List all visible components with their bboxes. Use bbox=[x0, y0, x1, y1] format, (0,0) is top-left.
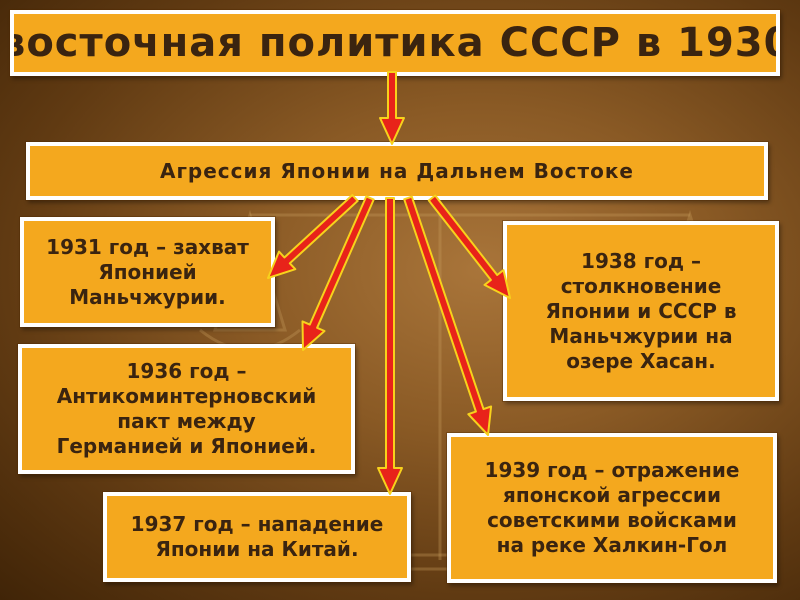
title-banner: восточная политика СССР в 1930-е годы bbox=[9, 9, 781, 77]
event-line: Японией bbox=[98, 259, 197, 284]
event-1939-text: 1939 год – отражение японской агрессии с… bbox=[485, 458, 740, 558]
event-line: Маньчжурии на bbox=[549, 323, 733, 348]
event-1938-text: 1938 год – столкновение Японии и СССР в … bbox=[545, 249, 736, 374]
event-line: 1937 год – нападение bbox=[130, 512, 384, 536]
subtitle-box: Агрессия Японии на Дальнем Востоке bbox=[25, 141, 769, 201]
event-1937-box: 1937 год – нападение Японии на Китай. bbox=[102, 491, 412, 583]
event-line: японской агрессии bbox=[503, 483, 721, 507]
event-1931-text: 1931 год – захват Японией Маньчжурии. bbox=[46, 235, 249, 310]
event-line: озере Хасан. bbox=[566, 348, 716, 373]
event-line: 1939 год – отражение bbox=[484, 458, 740, 482]
event-line: пакт между bbox=[117, 409, 256, 433]
event-line: Маньчжурии. bbox=[69, 284, 226, 309]
page-title: восточная политика СССР в 1930-е годы bbox=[10, 20, 776, 66]
event-1939-box: 1939 год – отражение японской агрессии с… bbox=[446, 432, 778, 584]
event-1937-text: 1937 год – нападение Японии на Китай. bbox=[131, 512, 384, 562]
event-line: Японии на Китай. bbox=[155, 537, 359, 561]
event-line: на реке Халкин-Гол bbox=[496, 533, 728, 557]
event-line: Антикоминтерновский bbox=[56, 384, 317, 408]
event-1938-box: 1938 год – столкновение Японии и СССР в … bbox=[502, 220, 780, 402]
event-line: столкновение bbox=[560, 273, 722, 298]
event-1936-text: 1936 год – Антикоминтерновский пакт межд… bbox=[57, 359, 317, 459]
event-line: Японии и СССР в bbox=[545, 298, 737, 323]
event-1931-box: 1931 год – захват Японией Маньчжурии. bbox=[19, 216, 276, 328]
event-line: советскими войсками bbox=[487, 508, 737, 532]
event-line: 1936 год – bbox=[126, 359, 247, 383]
event-1936-box: 1936 год – Антикоминтерновский пакт межд… bbox=[17, 343, 356, 475]
event-line: Германией и Японией. bbox=[56, 434, 317, 458]
subtitle-text: Агрессия Японии на Дальнем Востоке bbox=[160, 158, 634, 183]
event-line: 1931 год – захват bbox=[46, 234, 249, 259]
event-line: 1938 год – bbox=[581, 248, 701, 273]
